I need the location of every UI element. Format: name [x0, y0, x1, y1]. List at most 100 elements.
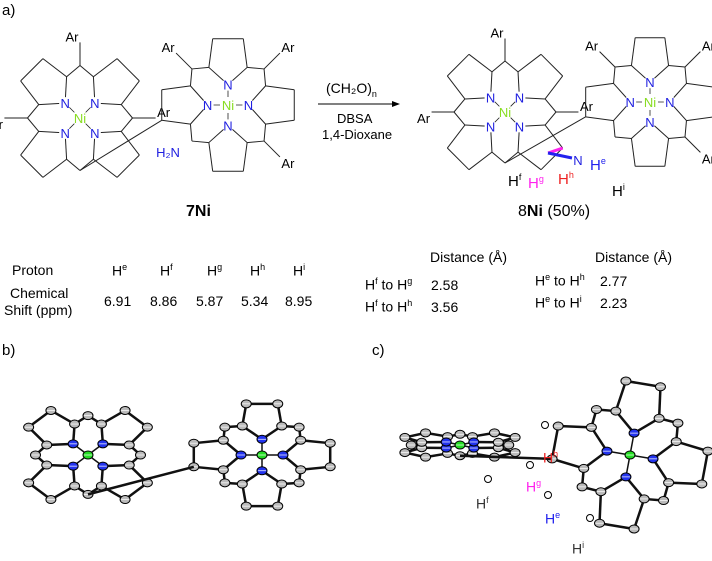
nitrogen-label: N: [486, 119, 495, 134]
nitrogen-label: N: [60, 96, 69, 111]
bond: [20, 58, 44, 82]
bond: [668, 65, 686, 68]
aryl-label: Ar: [702, 39, 712, 54]
bond: [42, 158, 67, 178]
proton-label-hi: Hi: [612, 182, 625, 200]
bond: [93, 58, 118, 78]
bond: [453, 98, 466, 113]
bond: [263, 68, 267, 86]
bond: [686, 82, 712, 88]
ni-bg: [497, 104, 513, 120]
bond: [242, 142, 248, 172]
bond: [540, 53, 564, 77]
bond: [116, 154, 140, 178]
bond: [491, 60, 506, 73]
bond: [468, 151, 493, 171]
bond: [208, 38, 214, 68]
aryl-label: Ar: [0, 117, 4, 132]
n-bg: [513, 120, 526, 133]
distance-pair: Hf to Hg: [365, 276, 413, 293]
bond: [668, 136, 686, 139]
crystal-bond: [599, 521, 635, 531]
crystal-structures: [23, 376, 712, 534]
bond: [614, 65, 632, 68]
nitrogen-label: N: [665, 95, 674, 110]
n-bg: [663, 96, 676, 108]
bond: [504, 60, 519, 73]
n-bg: [513, 91, 526, 104]
n-bg: [484, 120, 497, 133]
bond: [453, 111, 466, 126]
distance-pair: He to Hh: [535, 272, 585, 289]
distance-value: 2.77: [600, 273, 628, 289]
n-bg: [59, 126, 72, 139]
xray-label-hg: Hg: [526, 478, 542, 495]
bond: [161, 119, 191, 125]
bond: [42, 58, 67, 78]
proton-header: Hf: [160, 262, 173, 279]
nitrogen-label: N: [90, 126, 99, 141]
bond: [544, 75, 564, 100]
crystal-bond: [625, 379, 661, 389]
bond: [613, 120, 616, 138]
panel-label-a: a): [2, 2, 16, 19]
panel-label-b: b): [2, 342, 16, 359]
shift-value: 8.86: [150, 293, 178, 309]
xray-label-hh: Hh: [543, 449, 559, 466]
bond: [120, 80, 140, 105]
hydrogen-atom: [541, 421, 549, 429]
n-bg: [88, 97, 101, 110]
ni-bg: [220, 97, 236, 113]
nitrogen-label: N: [515, 91, 524, 106]
n-bg: [644, 76, 656, 89]
bond: [120, 131, 140, 156]
nickel-label: Ni: [222, 98, 234, 113]
nickel-label: Ni: [499, 105, 511, 120]
nickel-label: Ni: [74, 111, 86, 126]
crystal-bond: [87, 465, 195, 496]
nitrogen-label: N: [90, 96, 99, 111]
distance-value: 2.58: [431, 277, 459, 293]
bond: [247, 140, 265, 144]
distance-value: 3.56: [431, 299, 459, 315]
bond: [630, 37, 636, 66]
crystal-bond: [632, 498, 646, 530]
distance-pair: He to Hi: [535, 294, 582, 311]
n-bg: [59, 97, 72, 110]
bond: [66, 158, 81, 171]
bond: [613, 66, 616, 84]
bond: [446, 147, 470, 171]
amino-label: H₂N: [156, 145, 180, 160]
nitrogen-label: N: [626, 95, 635, 110]
crystal-bond: [668, 481, 702, 486]
aryl-label: Ar: [281, 156, 295, 171]
bond: [504, 116, 586, 164]
bond: [468, 53, 493, 73]
aryl-label: Ar: [491, 26, 505, 41]
crystal-bond: [675, 440, 709, 453]
distance-pair: Hf to Hh: [365, 298, 413, 315]
bond: [175, 52, 193, 70]
bond: [544, 111, 557, 126]
bond: [664, 138, 670, 167]
crystal-bond: [700, 450, 710, 485]
proton-label-hg: Hg: [528, 174, 544, 192]
bond: [208, 142, 214, 172]
bond: [93, 158, 118, 178]
bond: [630, 138, 636, 167]
crystal-bond: [551, 457, 585, 470]
distance-value: 2.23: [600, 295, 628, 311]
bond: [544, 98, 557, 113]
proton-header: Hh: [250, 262, 266, 279]
hydrogen-atom: [526, 461, 534, 469]
compound-label-7ni: 7Ni: [186, 203, 211, 220]
proton-header: He: [112, 262, 128, 279]
bond: [540, 147, 564, 171]
aryl-label: Ar: [702, 151, 712, 166]
row-header-shift: Shift (ppm): [4, 302, 73, 318]
crystal-bond: [550, 425, 560, 460]
distance-header: Distance (Å): [595, 249, 673, 265]
bond: [265, 119, 295, 125]
bond: [79, 65, 94, 78]
